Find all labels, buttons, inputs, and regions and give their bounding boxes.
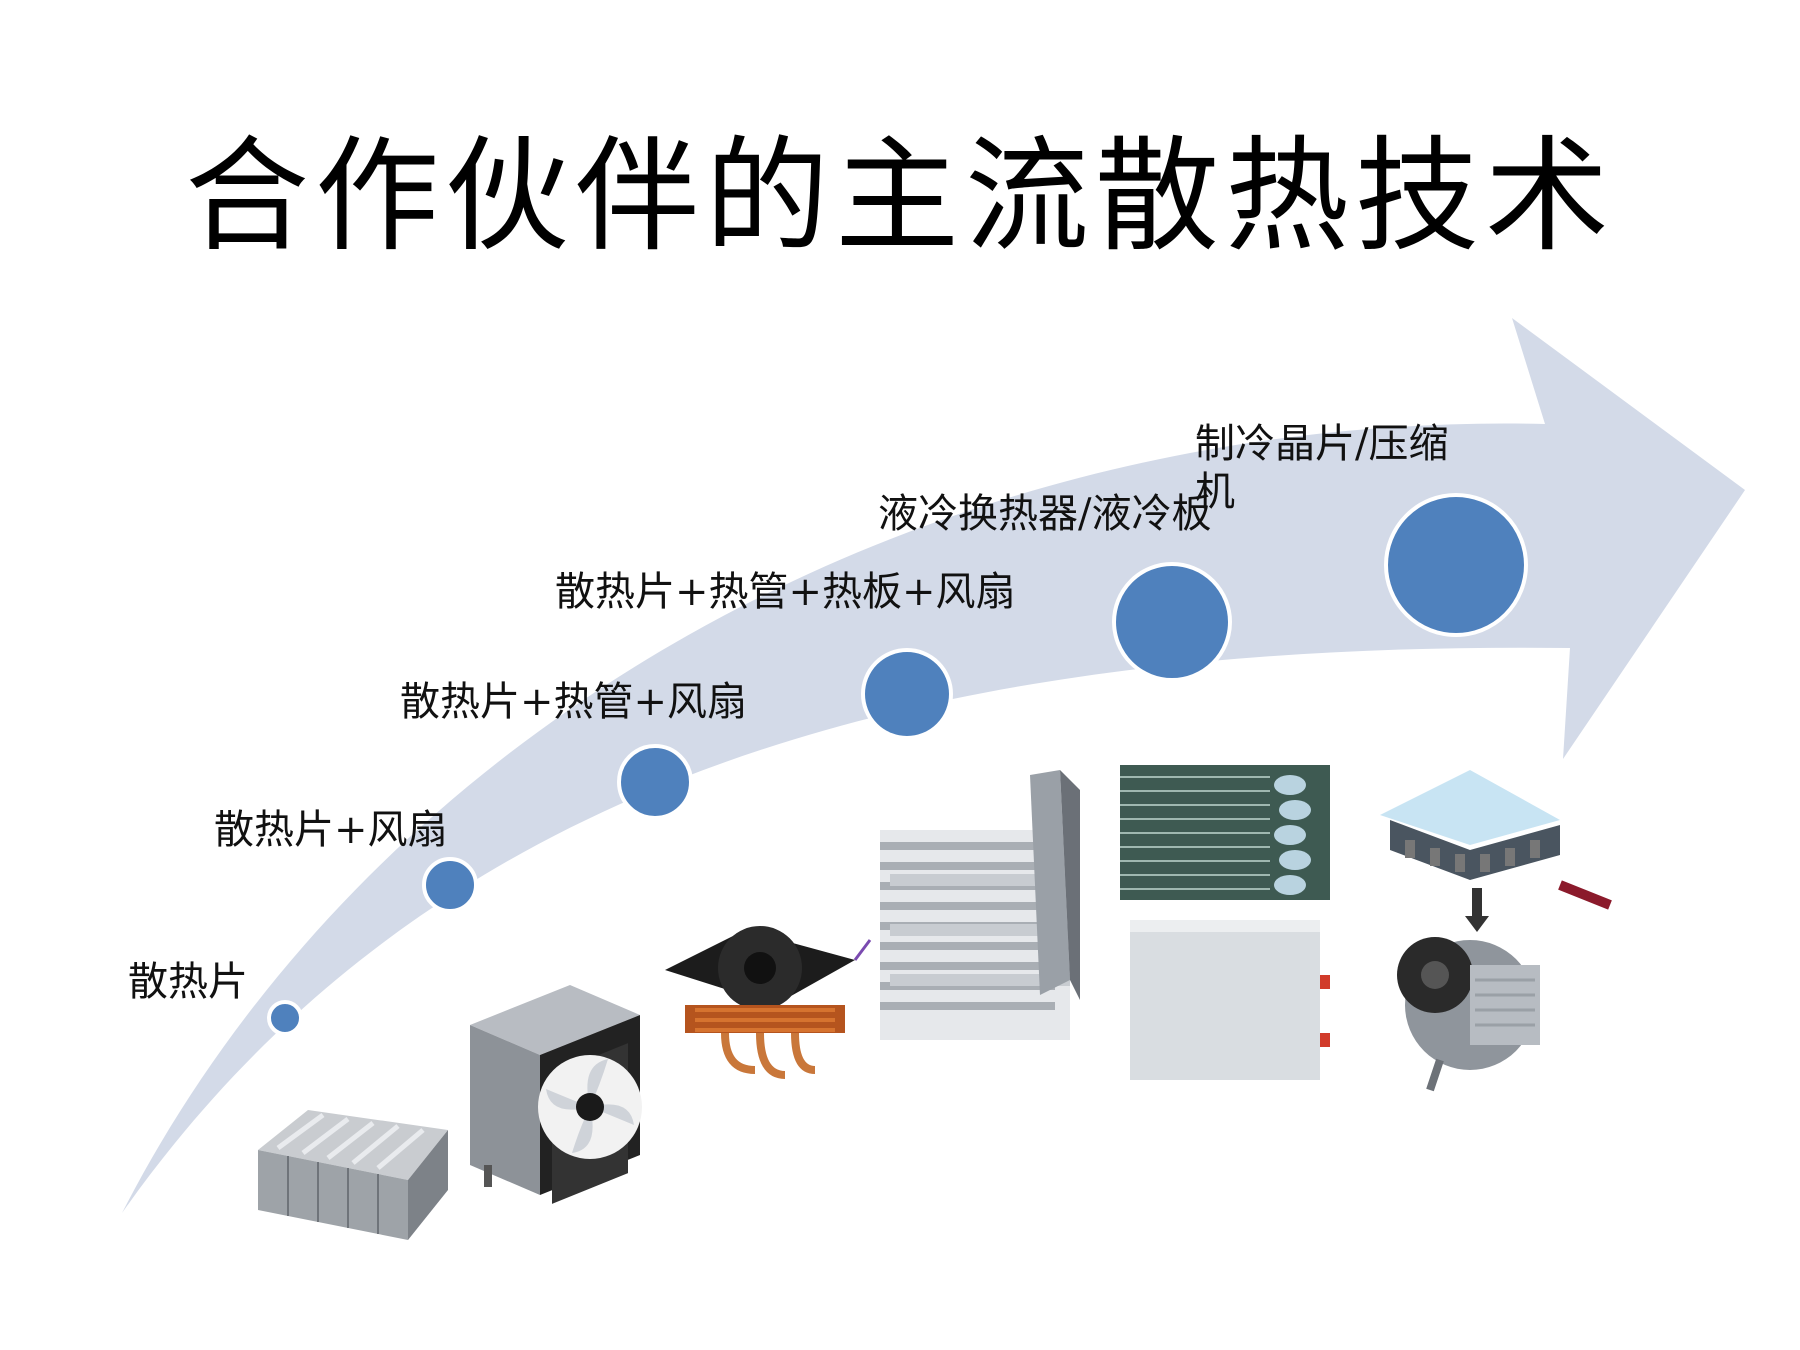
aluminum-heatsink-icon	[258, 1110, 448, 1240]
milestone-circle-5	[1112, 562, 1232, 682]
progression-arrow	[122, 318, 1745, 1213]
milestone-circle-1	[267, 1000, 303, 1036]
milestone-circle-6	[1384, 493, 1528, 637]
liquid-cold-plate-icon	[1120, 765, 1330, 1080]
stage-label-3: 散热片+热管+风扇	[400, 679, 748, 725]
slide-title: 合作伙伴的主流散热技术	[184, 125, 1615, 269]
fan-cooler-icon	[470, 985, 642, 1204]
peltier-compressor-icon	[1380, 770, 1612, 1092]
milestone-circle-3	[617, 744, 693, 820]
stage-label-4: 散热片+热管+热板+风扇	[555, 569, 1016, 615]
stage-label-6: 制冷晶片/压缩机	[1195, 421, 1449, 515]
heatpipe-fan-cooler-icon	[665, 926, 872, 1079]
stage-label-1: 散热片	[128, 959, 248, 1005]
milestone-circle-2	[422, 857, 478, 913]
heatpipe-heatsink-icon	[880, 770, 1080, 1040]
stage-label-5: 液冷换热器/液冷板	[878, 491, 1212, 537]
milestone-circle-4	[861, 648, 953, 740]
stage-label-2: 散热片+风扇	[214, 807, 448, 853]
